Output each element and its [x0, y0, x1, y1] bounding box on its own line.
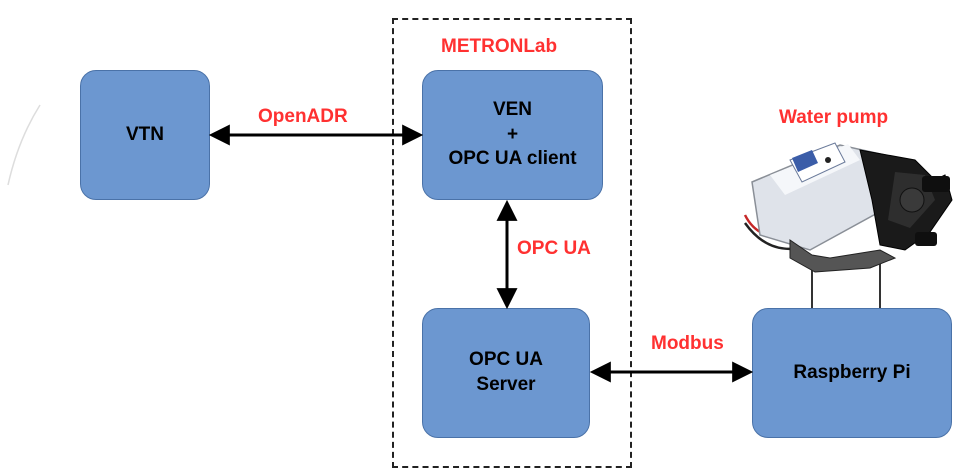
- ven-label-line2: +: [506, 123, 519, 145]
- water-pump-icon: [743, 142, 953, 273]
- diagram-canvas: METRONLab VTN VEN + OPC UA client OPC UA…: [7, 18, 953, 468]
- raspberry-pi-node: Raspberry Pi: [752, 308, 952, 438]
- vtn-label: VTN: [126, 123, 164, 145]
- ven-node: VEN + OPC UA client: [422, 70, 603, 200]
- server-label-line2: Server: [476, 374, 536, 395]
- raspberry-pi-label: Raspberry Pi: [793, 361, 911, 383]
- decorative-arc: [7, 104, 41, 186]
- modbus-label: Modbus: [651, 333, 724, 354]
- ven-label-line1: VEN: [492, 98, 533, 120]
- connections-layer: [208, 124, 953, 383]
- openadr-label: OpenADR: [258, 106, 348, 127]
- opcua-server-node: OPC UA Server: [422, 308, 590, 438]
- server-label-line1: OPC UA: [469, 349, 543, 371]
- ven-label-line3: OPC UA client: [448, 148, 577, 170]
- metronlab-label: METRONLab: [441, 36, 558, 57]
- opcua-label: OPC UA: [517, 238, 591, 259]
- vtn-node: VTN: [80, 70, 210, 200]
- water-pump-label: Water pump: [779, 107, 889, 128]
